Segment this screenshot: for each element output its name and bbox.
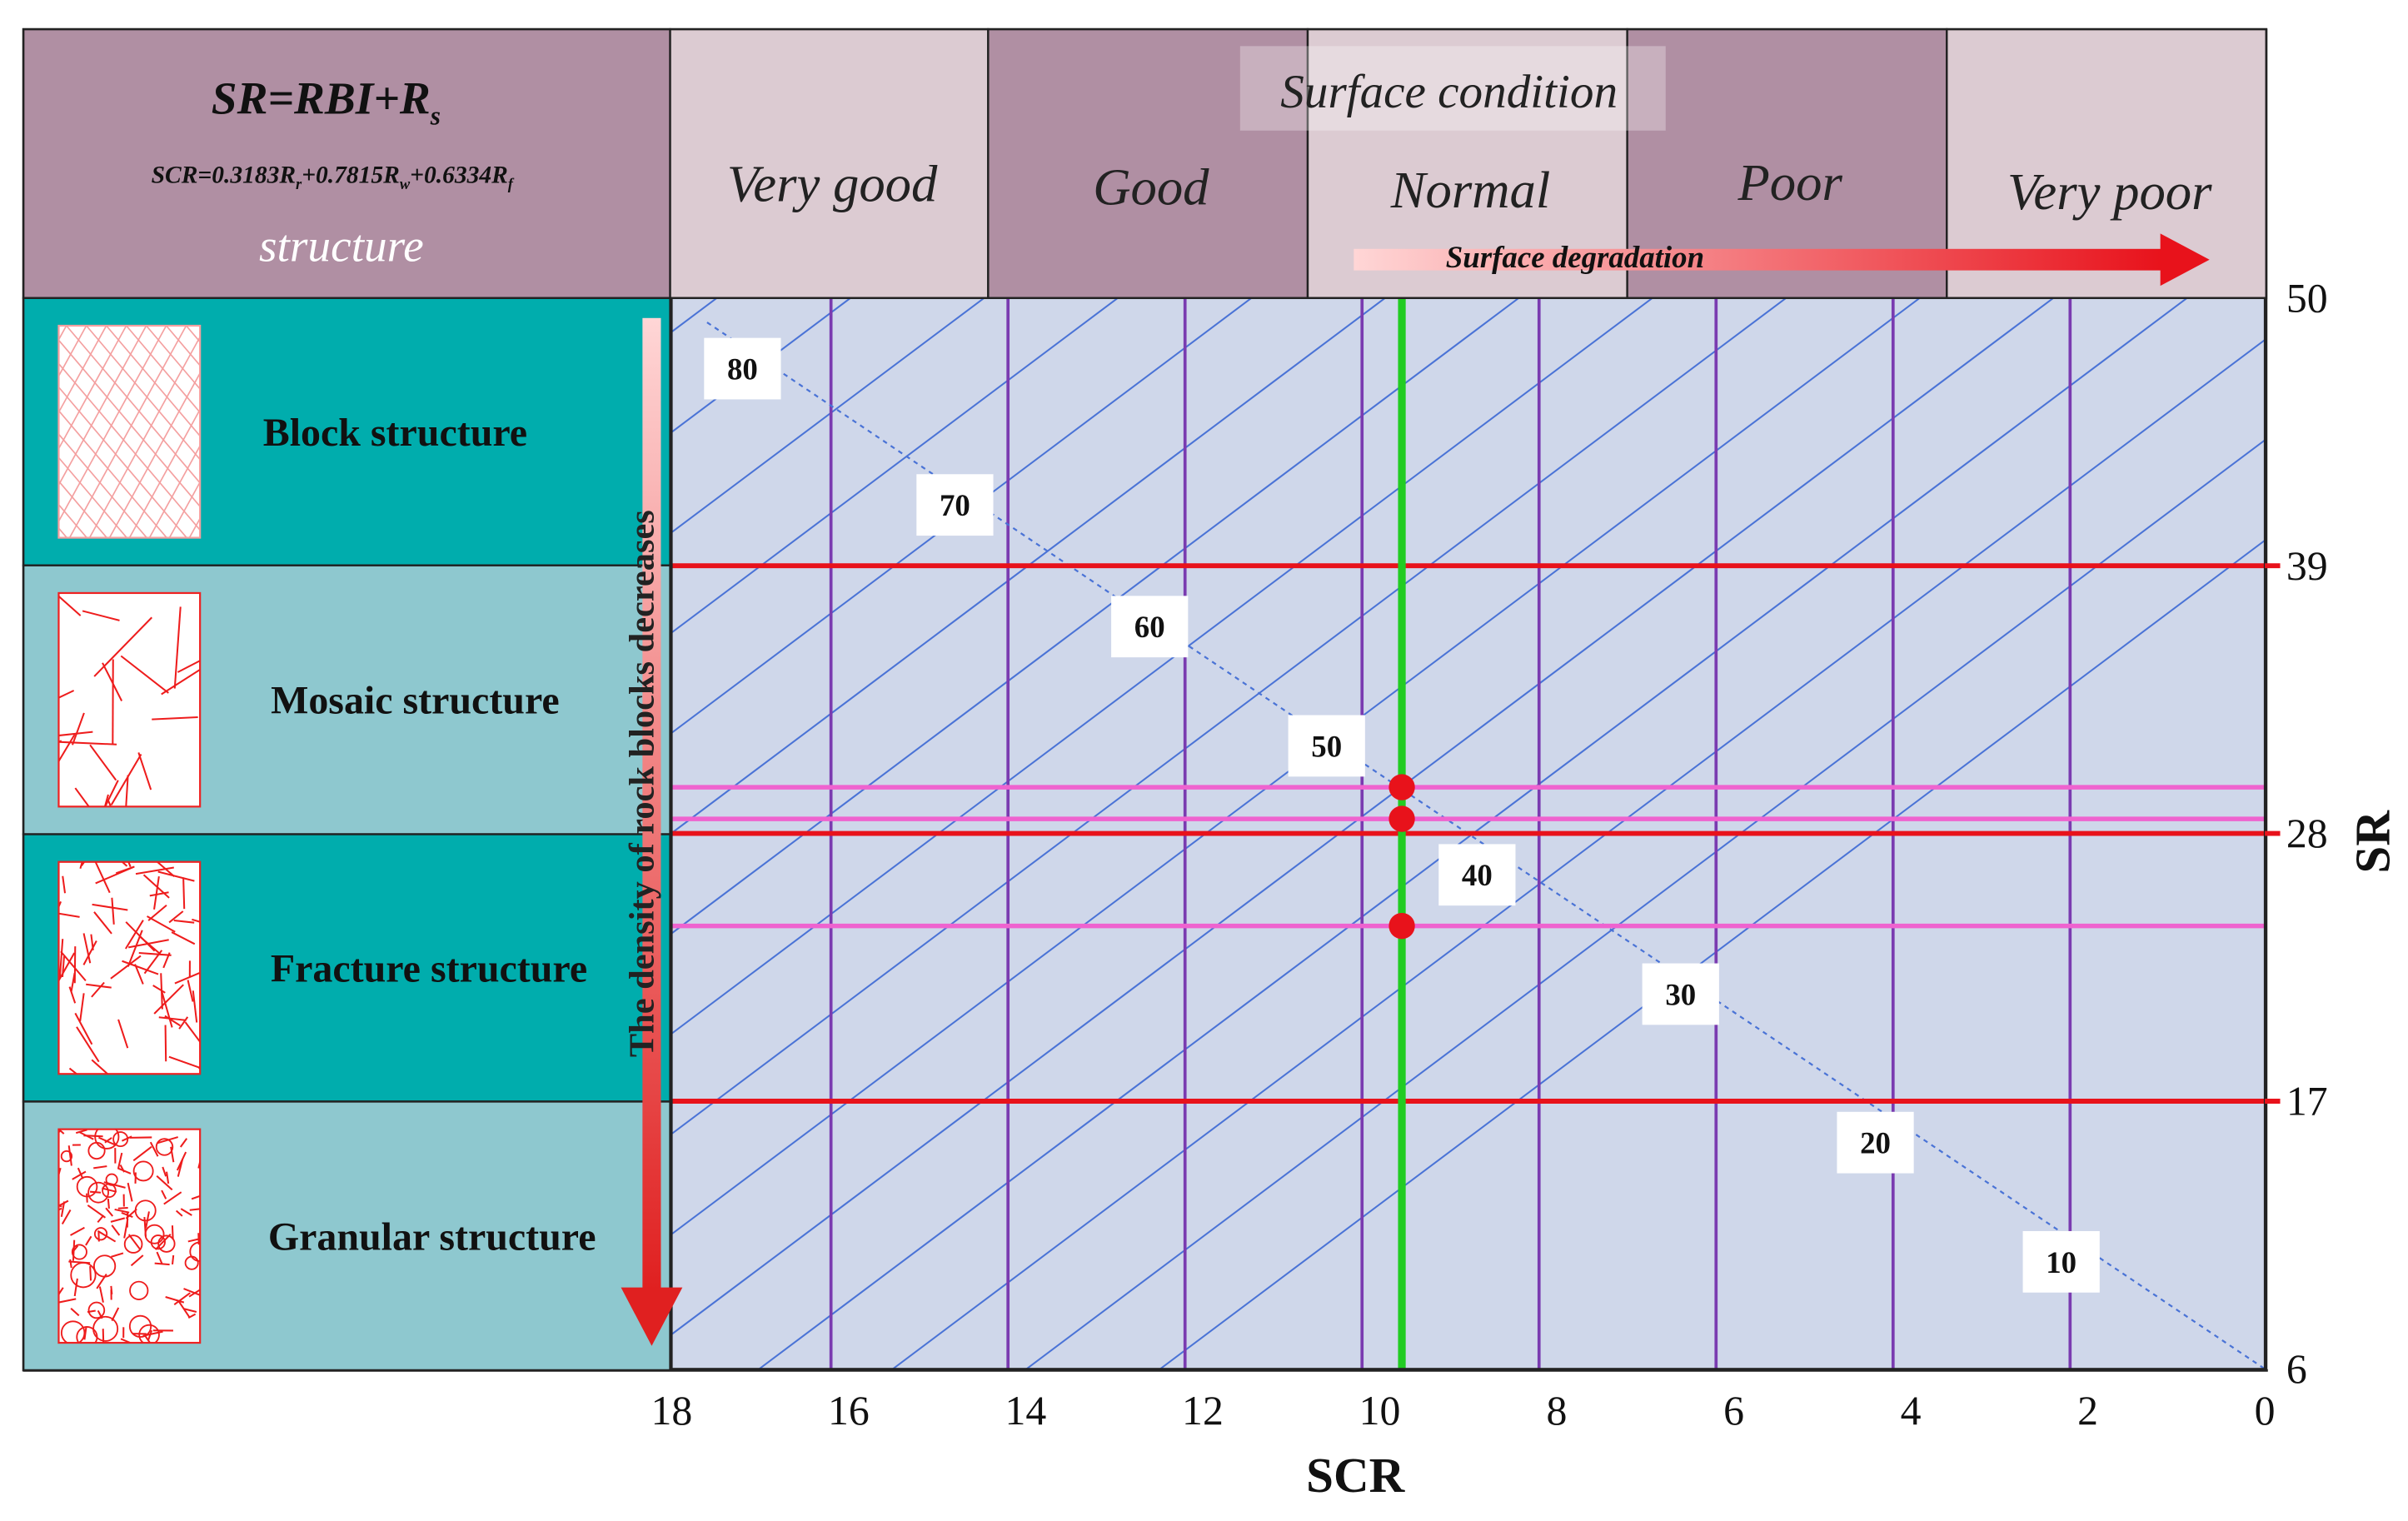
diagonal-grid-line — [671, 297, 1119, 634]
gsi-label-box — [916, 474, 994, 536]
surface-label-normal: Normal — [1390, 161, 1551, 219]
gsi-label-box — [1642, 963, 1719, 1025]
data-point — [1388, 774, 1415, 800]
block-structure-sketch-icon — [57, 324, 202, 539]
diagonal-grid-line — [671, 297, 1387, 835]
surface-label-good: Good — [1093, 157, 1209, 216]
block-structure-label: Block structure — [263, 411, 527, 455]
surface-cell-good — [987, 27, 1309, 300]
surface-title-box — [1239, 46, 1666, 131]
x-axis-ticks: 18 16 14 12 10 8 6 4 2 0 — [651, 1388, 2276, 1434]
gsi-label: 70 — [940, 488, 970, 522]
gsi-label-box — [704, 337, 781, 400]
surface-condition-title: Surface condition — [1280, 66, 1618, 118]
x-tick-label: 16 — [828, 1388, 870, 1434]
gsi-label-box — [1111, 596, 1189, 658]
y-axis-ticks: 50 39 28 17 6 — [2286, 275, 2328, 1392]
x-axis-label: SCR — [1306, 1448, 1405, 1503]
y-tick-label: 6 — [2286, 1346, 2307, 1392]
fracture-structure-sketch-icon — [57, 860, 202, 1075]
density-label: The density of rock blocks decreases — [622, 510, 661, 1057]
gsi-label: 50 — [1311, 729, 1342, 763]
gsi-label: 10 — [2046, 1245, 2076, 1279]
gsi-labels: 80 70 60 50 40 30 20 10 — [704, 337, 2100, 1293]
data-point — [1388, 912, 1415, 940]
x-tick-label: 2 — [2077, 1388, 2098, 1434]
surface-degradation-label: Surface degradation — [1446, 240, 1704, 274]
surface-label-poor: Poor — [1737, 153, 1842, 212]
gsi-label: 40 — [1462, 858, 1493, 892]
granular-structure-sketch-icon — [57, 1128, 202, 1344]
gsi-label: 60 — [1134, 610, 1165, 644]
gsi-label: 80 — [727, 352, 758, 386]
mosaic-structure-sketch-icon — [57, 591, 202, 808]
formula-cell — [22, 27, 671, 300]
outer-frame — [22, 27, 2268, 1372]
y-tick-label: 50 — [2286, 275, 2328, 321]
x-tick-label: 6 — [1723, 1388, 1744, 1434]
x-tick-label: 4 — [1901, 1388, 1922, 1434]
diagonal-grid-line — [671, 297, 1654, 1035]
data-point — [1388, 805, 1415, 832]
plot-lines — [671, 297, 2266, 1369]
x-tick-label: 18 — [651, 1388, 693, 1434]
gsi-label-box — [1438, 844, 1516, 906]
surface-label-very-poor: Very poor — [2007, 162, 2212, 221]
y-tick-label: 28 — [2286, 810, 2328, 856]
y-tick-label: 39 — [2286, 543, 2328, 589]
diagonal-grid-line — [671, 297, 1520, 935]
gsi-label-box — [1837, 1111, 1914, 1174]
density-arrow — [621, 317, 683, 1346]
formula-main: SR=RBI+Rs — [212, 72, 441, 130]
mosaic-structure-label: Mosaic structure — [271, 679, 560, 723]
x-tick-label: 14 — [1005, 1388, 1047, 1434]
gsi-label: 20 — [1860, 1126, 1891, 1160]
structure-label: structure — [259, 221, 424, 272]
surface-label-very-good: Very good — [727, 155, 938, 213]
gsi-label-box — [2022, 1230, 2100, 1293]
x-tick-label: 10 — [1359, 1388, 1401, 1434]
y-axis-label: SR — [2345, 810, 2400, 874]
surface-cell-very-good — [669, 27, 990, 300]
fracture-structure-label: Fracture structure — [271, 947, 587, 991]
diagonal-grid-line — [671, 297, 1254, 735]
y-tick-label: 17 — [2286, 1079, 2328, 1125]
measured-points — [1388, 774, 1415, 940]
gsi-label: 30 — [1665, 977, 1696, 1011]
formula-scr: SCR=0.3183Rr+0.7815Rw+0.6334Rf — [152, 162, 515, 192]
granular-structure-label: Granular structure — [268, 1214, 596, 1259]
x-tick-label: 0 — [2255, 1388, 2276, 1434]
x-tick-label: 8 — [1547, 1388, 1568, 1434]
gsi-label-box — [1288, 715, 1365, 777]
surface-degradation-arrow — [1354, 233, 2210, 287]
x-tick-label: 12 — [1182, 1388, 1224, 1434]
